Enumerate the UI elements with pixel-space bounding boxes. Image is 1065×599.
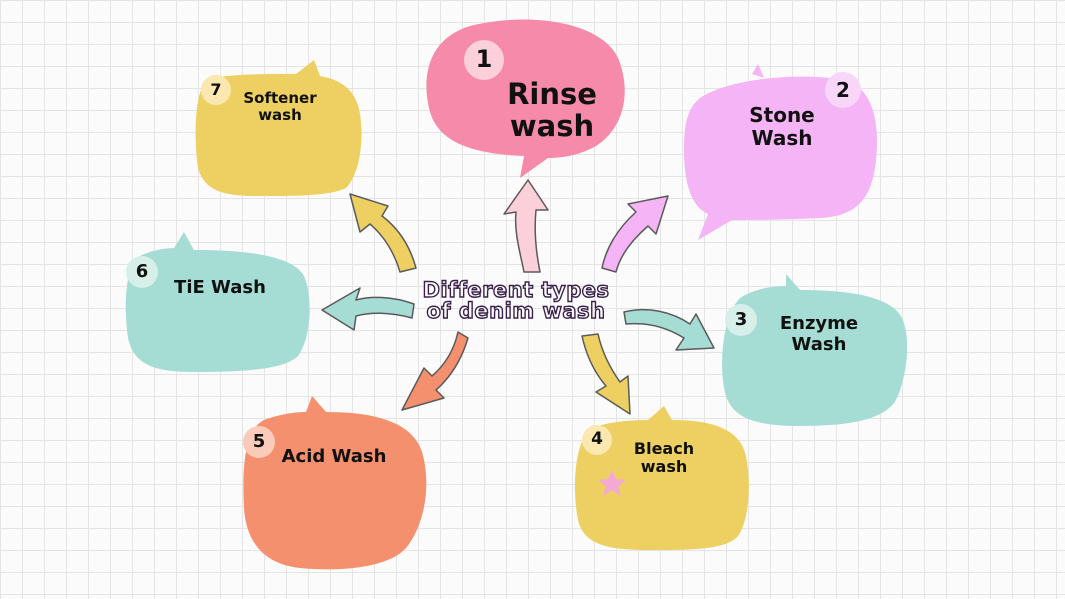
node-label-acid-wash: Acid Wash bbox=[281, 446, 387, 467]
diagram-title: Different types of denim wash bbox=[422, 278, 610, 323]
node-label-bleach-wash: Bleach wash bbox=[633, 439, 695, 477]
node-number-4: 4 bbox=[591, 429, 603, 449]
badge-circle-7 bbox=[201, 75, 231, 105]
arrow-to-rinse bbox=[503, 179, 549, 273]
node-number-2: 2 bbox=[836, 78, 850, 102]
node-label-softener-wash: Softener wash bbox=[243, 89, 317, 125]
arrow-to-bleach bbox=[581, 333, 631, 415]
bubble-tie-wash bbox=[125, 232, 310, 372]
bubble-enzyme-wash bbox=[722, 274, 908, 426]
node-label-tie-wash: TiE Wash bbox=[174, 277, 266, 298]
badge-circle-5 bbox=[243, 426, 275, 458]
star-decoration bbox=[598, 470, 626, 496]
node-number-1: 1 bbox=[475, 45, 493, 73]
node-number-5: 5 bbox=[252, 431, 266, 452]
bubble-bleach-wash bbox=[574, 406, 749, 550]
badge-circle-3 bbox=[725, 304, 757, 336]
node-number-6: 6 bbox=[135, 261, 149, 282]
bubble-acid-wash bbox=[243, 396, 427, 570]
arrow-to-softener bbox=[349, 193, 417, 273]
arrow-to-stone bbox=[601, 195, 669, 273]
node-label-enzyme-wash: Enzyme Wash bbox=[779, 313, 859, 355]
bubble-stone-wash bbox=[684, 64, 877, 240]
badge-circle-4 bbox=[582, 425, 612, 455]
node-label-stone-wash: Stone Wash bbox=[749, 103, 815, 150]
node-label-rinse-wash: Rinse wash bbox=[507, 77, 597, 144]
arrow-to-tie bbox=[321, 287, 415, 331]
badge-circle-2 bbox=[825, 72, 861, 108]
badge-circle-6 bbox=[126, 256, 158, 288]
arrow-to-acid bbox=[401, 331, 469, 411]
node-number-3: 3 bbox=[734, 309, 748, 330]
bubble-softener-wash bbox=[195, 60, 362, 196]
badge-circle-1 bbox=[464, 40, 504, 80]
node-number-7: 7 bbox=[210, 80, 222, 99]
arrow-to-enzyme bbox=[623, 308, 715, 351]
